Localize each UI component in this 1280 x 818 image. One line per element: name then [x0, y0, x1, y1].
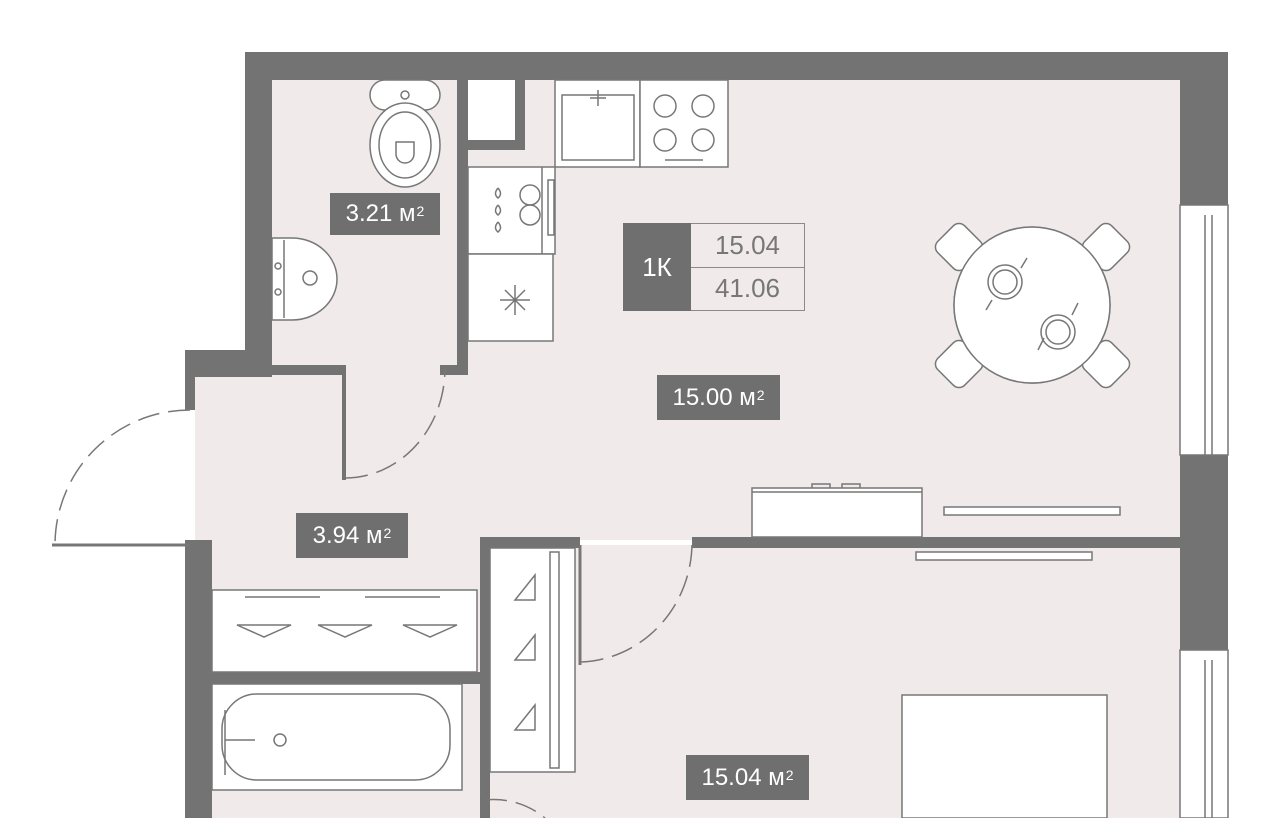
total-area: 41.06 [691, 266, 804, 311]
fixtures [52, 79, 1131, 818]
walls [185, 52, 1228, 818]
windows [1179, 204, 1229, 818]
living-area: 15.04 [714, 229, 781, 260]
apartment-type: 1К [623, 223, 691, 311]
apartment-info-badge: 1К 15.04 41.06 [623, 223, 805, 311]
